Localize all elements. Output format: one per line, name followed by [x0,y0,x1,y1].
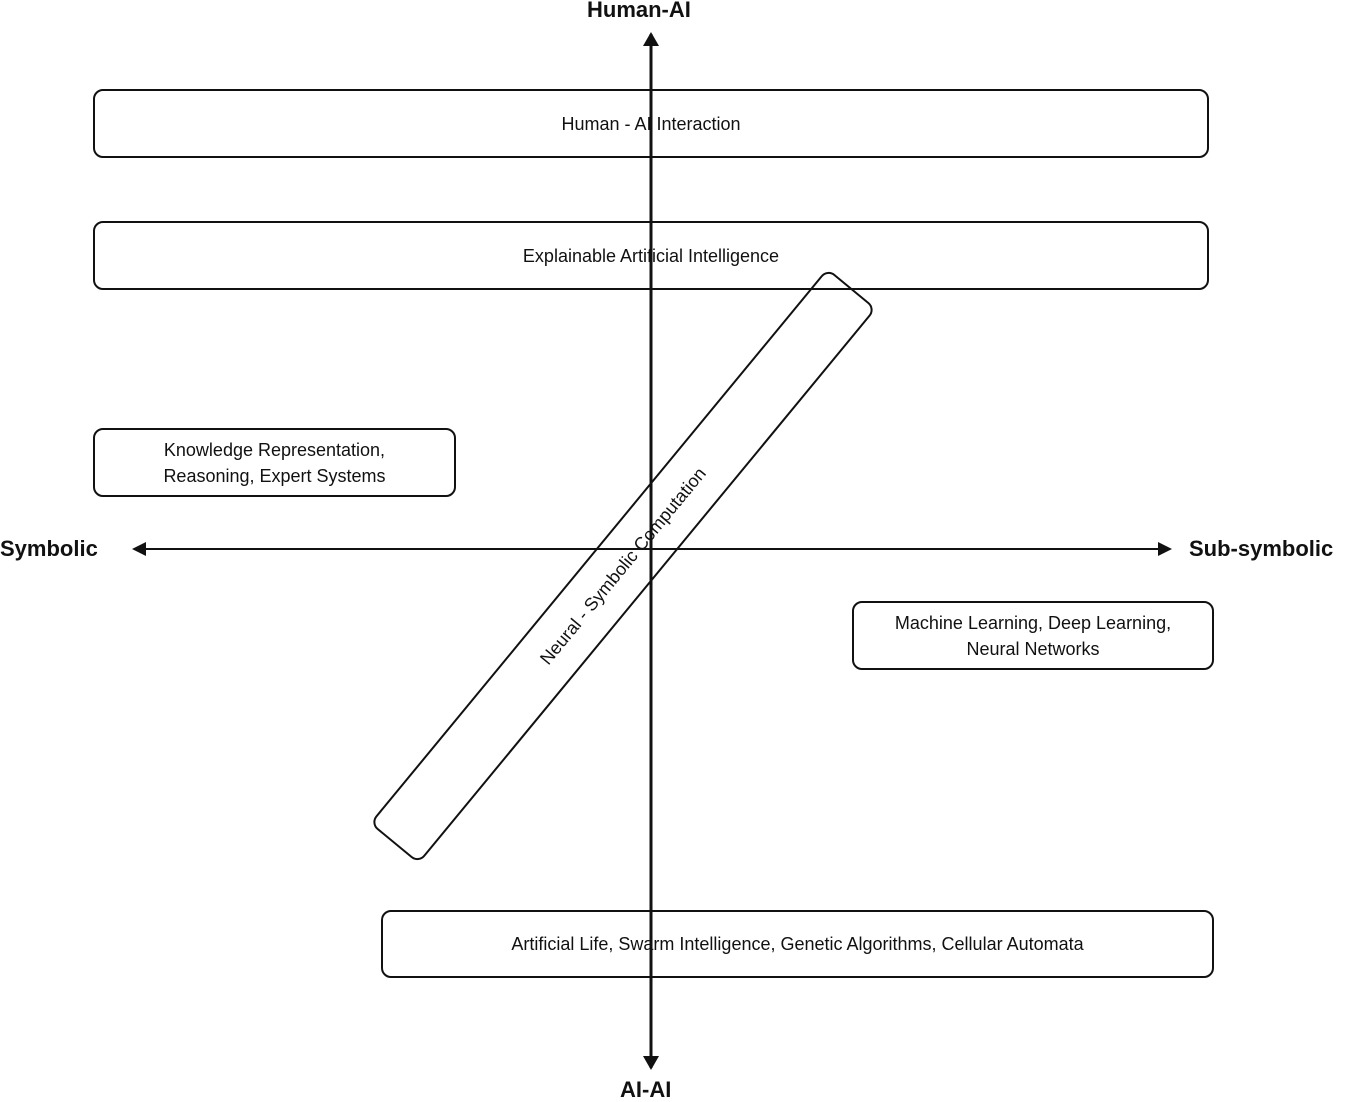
axis-label-left: Symbolic [0,536,98,561]
axis-label-top: Human-AI [587,0,691,22]
up-arrow-icon [643,32,659,46]
machine-learning-label: Machine Learning, Deep Learning, Neural … [894,612,1172,659]
human-ai-interaction-label: Human - AI Interaction [561,113,741,134]
knowledge-representation-label: Knowledge Representation, Reasoning, Exp… [163,439,386,486]
artificial-life-label: Artificial Life, Swarm Intelligence, Gen… [511,934,1084,954]
axis-label-right: Sub-symbolic [1189,536,1334,561]
axis-label-bottom: AI-AI [620,1077,672,1102]
explainable-ai-box: Explainable Artificial Intelligence [93,221,1209,290]
explainable-ai-label: Explainable Artificial Intelligence [522,245,780,266]
human-ai-interaction-box: Human - AI Interaction [93,89,1209,158]
down-arrow-icon [643,1056,659,1070]
artificial-life-box: Artificial Life, Swarm Intelligence, Gen… [381,910,1214,978]
left-arrow-icon [132,542,146,556]
machine-learning-box: Machine Learning, Deep Learning, Neural … [852,601,1214,670]
knowledge-representation-box: Knowledge Representation, Reasoning, Exp… [93,428,456,497]
right-arrow-icon [1158,542,1172,556]
